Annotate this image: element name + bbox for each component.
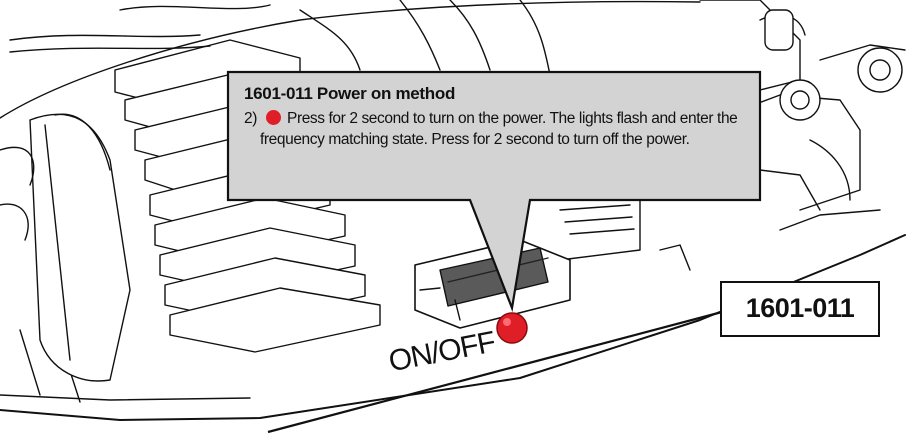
device-line-art — [0, 0, 906, 421]
callout-bubble — [226, 70, 762, 313]
instruction-text: Press for 2 second to turn on the power.… — [260, 110, 738, 148]
label-leader-line — [267, 310, 723, 434]
callout-body: 2)Press for 2 second to turn on the powe… — [244, 108, 754, 150]
red-button-icon — [266, 110, 281, 125]
power-button — [496, 312, 528, 344]
callout-text: 1601-011 Power on method 2)Press for 2 s… — [244, 84, 754, 150]
step-number: 2) — [244, 110, 257, 127]
callout-title: 1601-011 Power on method — [244, 84, 456, 103]
part-number-label: 1601-011 — [720, 281, 880, 337]
